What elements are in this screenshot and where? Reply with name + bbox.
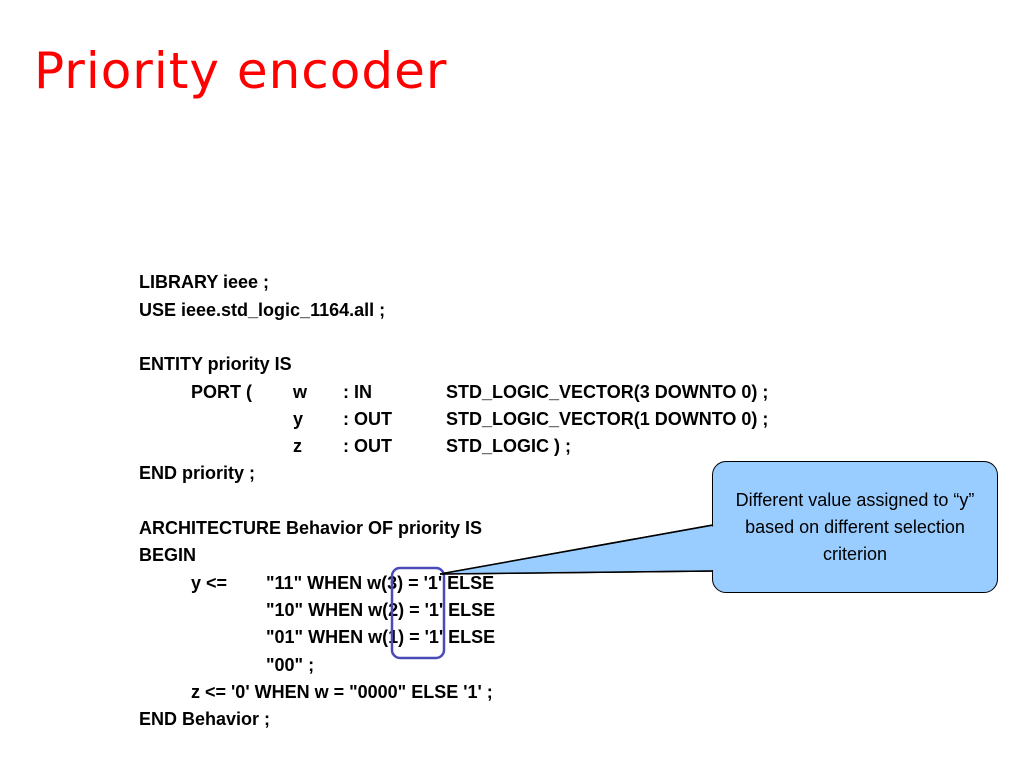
port-name-z: z [293, 436, 302, 456]
code-end-entity-line: END priority ; [139, 463, 256, 483]
code-z-line: z <= '0' WHEN w = "0000" ELSE '1' ; [191, 682, 493, 702]
code-use-line: USE ieee.std_logic_1164.all ; [139, 300, 386, 320]
callout-pointer [439, 524, 714, 575]
port-name-w: w [293, 382, 308, 402]
code-begin-line: BEGIN [139, 545, 197, 565]
port-mode-y: : OUT [343, 409, 392, 429]
code-y-line-4: "00" ; [266, 655, 315, 675]
port-mode-w: : IN [343, 382, 372, 402]
condition-highlight-box [390, 566, 446, 660]
code-y-line-2: "10" WHEN w(2) = '1' ELSE [266, 600, 496, 620]
port-type-z: STD_LOGIC ) ; [446, 436, 571, 456]
slide-title: Priority encoder [34, 42, 448, 100]
code-library-line: LIBRARY ieee ; [139, 272, 270, 292]
port-type-w: STD_LOGIC_VECTOR(3 DOWNTO 0) ; [446, 382, 769, 402]
callout-text: Different value assigned to “y” based on… [735, 489, 975, 564]
code-entity-line: ENTITY priority IS [139, 354, 292, 374]
port-name-y: y [293, 409, 304, 429]
port-mode-z: : OUT [343, 436, 392, 456]
callout-note: Different value assigned to “y” based on… [712, 461, 998, 593]
code-y-line-3: "01" WHEN w(1) = '1' ELSE [266, 627, 496, 647]
code-y-assign: y <= [191, 573, 228, 593]
code-end-architecture-line: END Behavior ; [139, 709, 271, 729]
port-type-y: STD_LOGIC_VECTOR(1 DOWNTO 0) ; [446, 409, 769, 429]
code-port-keyword: PORT ( [191, 382, 252, 402]
code-y-line-1: "11" WHEN w(3) = '1' ELSE [266, 573, 495, 593]
